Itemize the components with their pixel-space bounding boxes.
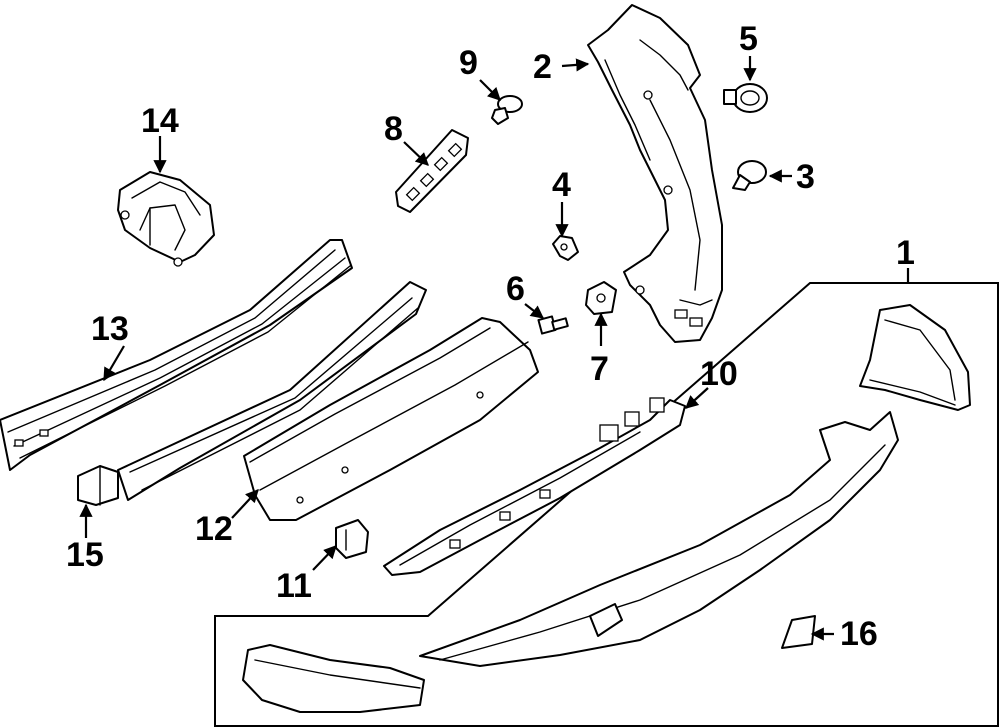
part-3-push-pin	[732, 160, 767, 191]
callout-3: 3	[796, 158, 815, 196]
part-15-clip	[77, 465, 119, 506]
callout-11: 11	[276, 567, 312, 605]
callout-13: 13	[91, 310, 129, 348]
callout-8: 8	[384, 110, 403, 148]
part-1-corner-trim	[242, 644, 425, 713]
part-13-beam	[0, 239, 353, 471]
part-4-clip	[552, 235, 579, 261]
callout-10: 10	[700, 355, 738, 393]
callout-14: 14	[141, 102, 179, 140]
part-12-absorber	[117, 281, 427, 501]
part-7-bracket	[585, 281, 617, 315]
leader-lines	[79, 56, 910, 641]
callout-2: 2	[533, 48, 552, 86]
callout-5: 5	[739, 20, 758, 58]
callout-4: 4	[552, 166, 571, 204]
part-6-bolt	[537, 315, 569, 335]
part-1-bumper-cover	[419, 411, 899, 667]
callout-1: 1	[896, 234, 915, 272]
callout-6: 6	[506, 270, 525, 308]
part-2-side-panel	[587, 4, 723, 343]
part-1-bracket	[859, 304, 971, 411]
callout-labels: 1 2 3 4 5 6 7 8 9 10 11 12 13 14 15 16	[66, 20, 915, 653]
part-16-cap	[781, 615, 816, 649]
part-8-bracket	[395, 129, 469, 213]
callout-9: 9	[459, 44, 478, 82]
callout-15: 15	[66, 536, 104, 574]
callout-7: 7	[590, 350, 609, 388]
part-11-clip	[335, 519, 369, 559]
part-9-screw	[491, 95, 523, 125]
part-10-rail	[383, 397, 686, 576]
assembly-frame	[214, 282, 999, 727]
callout-16: 16	[840, 615, 878, 653]
part-12-shield	[243, 317, 539, 521]
callout-12: 12	[195, 510, 233, 548]
part-5-grommet	[723, 83, 768, 113]
part-14-bracket	[117, 171, 215, 267]
